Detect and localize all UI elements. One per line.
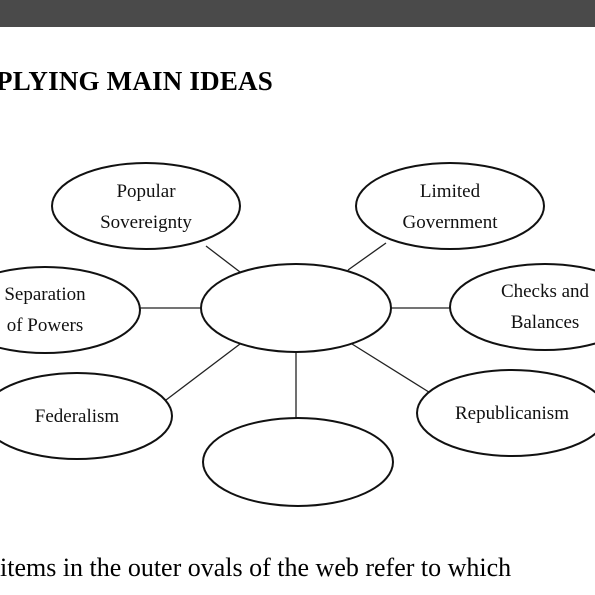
connector-line	[351, 343, 433, 395]
outer-oval-popular-sovereignty	[51, 162, 241, 250]
connector-line	[205, 245, 241, 273]
outer-oval-federalism	[0, 372, 173, 460]
oval-label-line2: of Powers	[7, 315, 84, 336]
oval-label-line1: Republicanism	[455, 403, 569, 424]
oval-label-line1: Popular	[116, 181, 176, 202]
center-oval[interactable]	[200, 263, 392, 353]
outer-oval-limited-government	[355, 162, 545, 250]
oval-label-line1: Federalism	[35, 406, 120, 427]
oval-label-line2: Government	[403, 212, 499, 233]
section-heading: PLYING MAIN IDEAS	[0, 66, 273, 96]
connector-line	[165, 343, 241, 401]
blank-answer-oval[interactable]	[202, 417, 394, 507]
oval-label-line1: Limited	[420, 181, 481, 202]
connector-line	[347, 242, 387, 271]
oval-label-line2: Sovereignty	[100, 212, 192, 233]
outer-oval-checks-and-balances	[449, 263, 595, 351]
oval-label-line1: Separation	[4, 284, 86, 305]
oval-label-line2: Balances	[511, 312, 580, 333]
outer-oval-separation-of-powers	[0, 266, 141, 354]
question-text: items in the outer ovals of the web refe…	[0, 553, 512, 582]
oval-label-line1: Checks and	[501, 281, 590, 302]
outer-oval-republicanism	[416, 369, 595, 457]
top-bar	[0, 0, 595, 27]
